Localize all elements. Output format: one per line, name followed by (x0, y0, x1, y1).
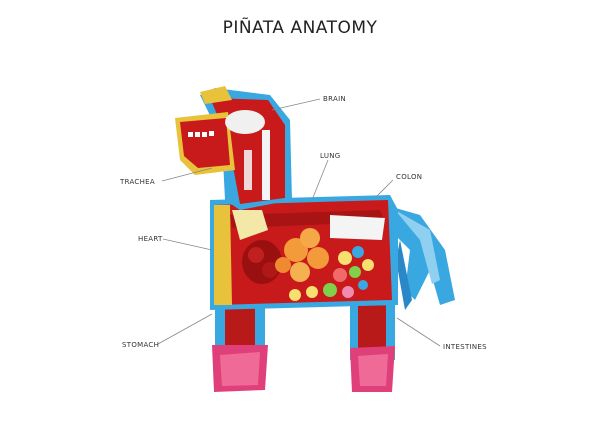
stomach-leader (157, 313, 213, 345)
stomach-candy (275, 228, 329, 282)
pinata-neck-head (175, 86, 292, 210)
trachea-leader (161, 167, 213, 182)
label-brain: BRAIN (323, 95, 346, 103)
intestine-candy (289, 246, 374, 301)
front-leg (212, 300, 268, 392)
label-trachea: TRACHEA (120, 178, 155, 186)
lung-candy (232, 210, 268, 240)
label-intestines: INTESTINES (443, 343, 487, 351)
intestines-leader (396, 317, 441, 347)
leader-lines (157, 98, 441, 347)
label-heart: HEART (138, 235, 163, 243)
back-leg (350, 300, 395, 392)
brain-leader (271, 98, 321, 111)
page-title: PIÑATA ANATOMY (222, 18, 378, 38)
colon-leader (374, 179, 394, 199)
heart-leader (162, 238, 213, 251)
label-lung: LUNG (320, 152, 341, 160)
label-stomach: STOMACH (122, 341, 160, 349)
label-colon: COLON (396, 173, 423, 181)
tail-fringe (385, 205, 455, 310)
heart-candy (242, 240, 282, 284)
lung-leader (311, 159, 329, 201)
